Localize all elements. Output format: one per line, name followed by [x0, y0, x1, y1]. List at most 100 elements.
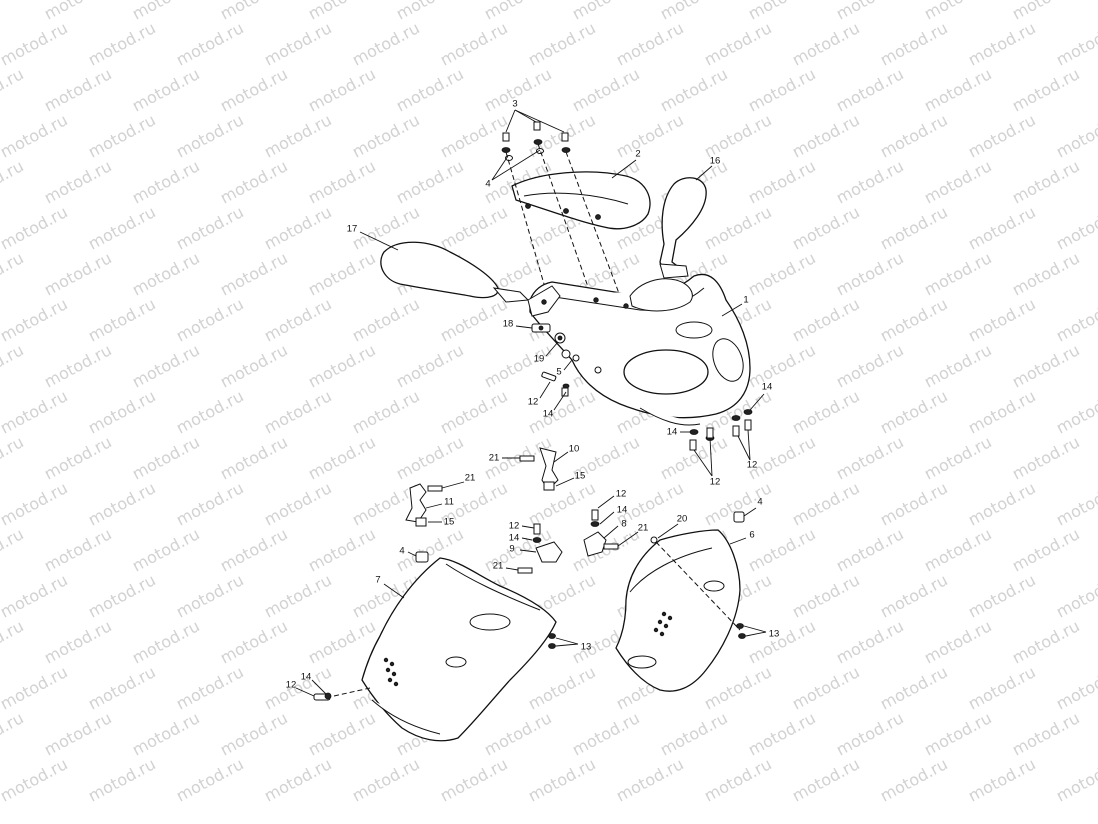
callout-label-19: 19: [534, 354, 545, 365]
watermark-text: motod.ru: [745, 64, 819, 115]
callout-label-21: 21: [493, 561, 504, 572]
assembly-line: [505, 151, 549, 299]
watermark-text: motod.ru: [41, 340, 115, 391]
leader-line-9: [519, 549, 537, 553]
watermark-text: motod.ru: [877, 478, 951, 529]
watermark-text: motod.ru: [349, 386, 423, 437]
part-1-side-opening: [712, 338, 744, 382]
callout-label-13: 13: [769, 629, 780, 640]
watermark-text: motod.ru: [481, 0, 555, 24]
callout-label-15: 15: [575, 471, 586, 482]
leader-line-1: [721, 303, 743, 317]
watermark-text: motod.ru: [877, 18, 951, 69]
watermark-text: motod.ru: [877, 386, 951, 437]
watermark-text: motod.ru: [1009, 0, 1083, 24]
watermark-text: motod.ru: [833, 616, 907, 667]
watermark-text: motod.ru: [877, 294, 951, 345]
watermark-text: motod.ru: [393, 340, 467, 391]
leader-line-16: [695, 165, 713, 181]
watermark-text: motod.ru: [789, 110, 863, 161]
part-6-lower-slot: [627, 655, 657, 669]
callout-label-13: 13: [581, 642, 592, 653]
watermark-text: motod.ru: [789, 294, 863, 345]
watermark-text: motod.ru: [921, 616, 995, 667]
watermark-text: motod.ru: [173, 18, 247, 69]
nut-4: [733, 511, 745, 523]
leader-line-21: [441, 481, 465, 489]
callout-label-4: 4: [757, 497, 762, 508]
part-16-mirror-stem: [659, 263, 689, 279]
assembly-line: [655, 541, 741, 631]
watermark-text: motod.ru: [437, 386, 511, 437]
watermark-text: motod.ru: [129, 248, 203, 299]
watermark-text: motod.ru: [85, 202, 159, 253]
watermark-text: motod.ru: [789, 202, 863, 253]
watermark-text: motod.ru: [833, 0, 907, 24]
leader-line-12: [709, 437, 713, 477]
watermark-text: motod.ru: [261, 18, 335, 69]
callout-label-12: 12: [616, 489, 627, 500]
callout-label-14: 14: [762, 382, 773, 393]
callout-label-8: 8: [621, 519, 626, 530]
watermark-text: motod.ru: [393, 0, 467, 24]
watermark-text: motod.ru: [349, 294, 423, 345]
callout-label-12: 12: [509, 521, 520, 532]
callout-label-17: 17: [347, 224, 358, 235]
bolt-hole: [541, 299, 547, 305]
watermark-text: motod.ru: [0, 18, 71, 69]
watermark-text: motod.ru: [833, 432, 907, 483]
bolt-hole: [593, 297, 599, 303]
watermark-text: motod.ru: [217, 156, 291, 207]
watermark-text: motod.ru: [569, 708, 643, 759]
clip-20: [650, 536, 658, 544]
callout-label-21: 21: [489, 453, 500, 464]
watermark-text: motod.ru: [965, 754, 1039, 805]
washer-14: [324, 692, 332, 700]
nut-4: [415, 551, 429, 563]
watermark-text: motod.ru: [921, 432, 995, 483]
watermark-text: motod.ru: [833, 156, 907, 207]
watermark-text: motod.ru: [701, 754, 775, 805]
part-6-slot: [703, 580, 725, 592]
watermark-text: motod.ru: [789, 478, 863, 529]
watermark-text: motod.ru: [261, 478, 335, 529]
watermark-text: motod.ru: [921, 524, 995, 575]
assembly-line: [333, 687, 371, 697]
watermark-text: motod.ru: [437, 754, 511, 805]
watermark-text: motod.ru: [85, 754, 159, 805]
leader-line-13: [745, 631, 767, 637]
watermark-text: motod.ru: [217, 432, 291, 483]
callout-label-3: 3: [512, 99, 517, 110]
watermark-text: motod.ru: [481, 708, 555, 759]
watermark-text: motod.ru: [833, 708, 907, 759]
watermark-text: motod.ru: [0, 340, 27, 391]
callout-label-20: 20: [677, 514, 688, 525]
leader-line-12: [693, 449, 713, 477]
callout-label-14: 14: [509, 533, 520, 544]
watermark-text: motod.ru: [85, 662, 159, 713]
watermark-text: motod.ru: [613, 18, 687, 69]
watermark-text: motod.ru: [173, 386, 247, 437]
washer-14: [532, 537, 542, 543]
leader-line-13: [555, 637, 579, 645]
watermark-text: motod.ru: [701, 662, 775, 713]
bolt-hole: [623, 303, 629, 309]
watermark-text: motod.ru: [789, 386, 863, 437]
watermark-text: motod.ru: [569, 524, 643, 575]
watermark-text: motod.ru: [305, 340, 379, 391]
watermark-text: motod.ru: [0, 294, 71, 345]
leader-line-3: [505, 109, 516, 133]
leader-line-12: [597, 495, 615, 509]
leader-line-11: [425, 503, 443, 509]
watermark-text: motod.ru: [437, 294, 511, 345]
fastener-13: [548, 643, 556, 649]
watermark-text: motod.ru: [525, 662, 599, 713]
watermark-text: motod.ru: [305, 156, 379, 207]
watermark-text: motod.ru: [129, 64, 203, 115]
watermark-text: motod.ru: [657, 708, 731, 759]
assembly-line: [565, 151, 627, 313]
watermark-text: motod.ru: [877, 202, 951, 253]
callout-label-7: 7: [375, 575, 380, 586]
callout-label-12: 12: [528, 397, 539, 408]
